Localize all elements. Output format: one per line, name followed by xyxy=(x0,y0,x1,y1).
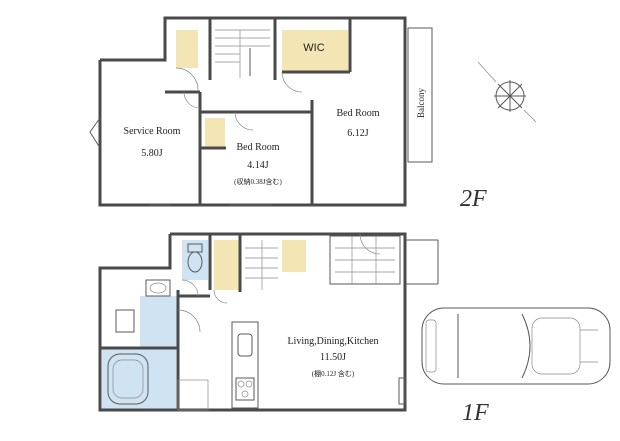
stove-icon xyxy=(235,377,255,401)
door-arc-5 xyxy=(181,279,199,297)
toilet-icon xyxy=(187,243,203,273)
bed-room-1-size: 4.14J xyxy=(247,160,269,171)
door-arc-7 xyxy=(359,233,381,255)
kitchen-counter xyxy=(231,321,259,409)
toilet-area xyxy=(182,240,208,280)
compass-rose-icon xyxy=(477,61,537,123)
upper-outer-wall xyxy=(98,16,407,207)
service-room-name: Service Room xyxy=(124,126,181,137)
ldk-note: (棚0.12J 含む) xyxy=(312,369,355,378)
wic-label: WIC xyxy=(303,42,324,54)
bay-window xyxy=(89,117,101,149)
washroom-area xyxy=(140,296,178,348)
sink-icon xyxy=(115,279,171,333)
bed-room-1-note: (収納0.38J含む) xyxy=(234,177,282,186)
balcony-label: Balcony xyxy=(416,88,426,118)
ldk-name: Living,Dining,Kitchen xyxy=(287,336,378,347)
stairs-lower xyxy=(245,235,439,290)
storage-1f-b xyxy=(282,240,306,272)
bed-room-2-size: 6.12J xyxy=(347,128,369,139)
entrance xyxy=(177,379,209,411)
bathtub-icon xyxy=(107,353,149,405)
window-1f xyxy=(398,377,406,405)
floor-label-2f: 2F xyxy=(460,186,487,212)
car-icon xyxy=(421,307,611,385)
door-arc-3 xyxy=(234,111,254,131)
stairs-upper xyxy=(215,29,270,78)
door-arc-4 xyxy=(183,91,201,109)
door-arc-1 xyxy=(175,67,199,91)
closet-bed-room xyxy=(205,118,225,148)
balcony xyxy=(407,27,433,163)
storage-1f-a xyxy=(214,240,240,290)
service-room-size: 5.80J xyxy=(141,148,163,159)
wic-area xyxy=(282,30,348,72)
upper-floor: Balcony WIC Service Room 5.80J Bed Room … xyxy=(89,16,433,207)
door-arc-8 xyxy=(213,289,228,304)
door-arc-2 xyxy=(281,71,303,93)
bed-room-1-name: Bed Room xyxy=(236,142,279,153)
ldk-size: 11.50J xyxy=(320,352,346,363)
door-arc-6 xyxy=(177,309,201,333)
lower-floor: Living,Dining,Kitchen 11.50J (棚0.12J 含む) xyxy=(98,232,439,412)
closet-2f-top xyxy=(176,30,198,68)
bath-area xyxy=(102,348,176,410)
floor-label-1f: 1F xyxy=(462,400,489,426)
bed-room-2-name: Bed Room xyxy=(336,108,379,119)
lower-outer-wall xyxy=(98,232,407,412)
